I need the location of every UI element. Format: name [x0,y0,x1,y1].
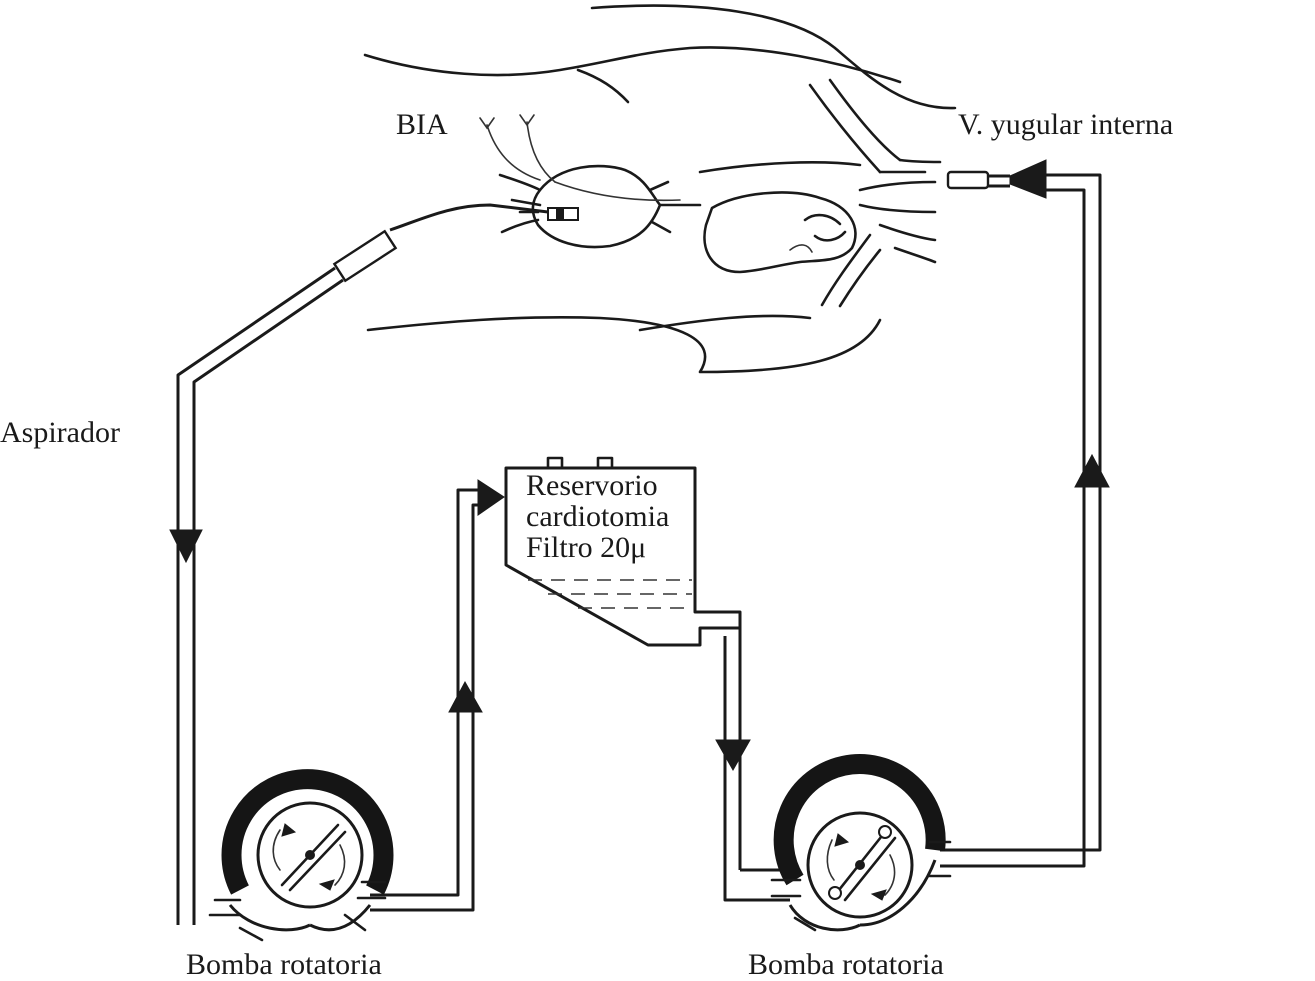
pump-right-label: Bomba rotatoria [748,948,944,981]
flow-down-arrow-icon [715,739,751,772]
animal-body-outline [363,4,957,374]
reservoir-inlet-icon [477,479,505,516]
graft-organ [498,164,702,249]
flow-up-arrow-icon [1074,453,1110,488]
jugular-label: V. yugular interna [958,108,1174,141]
flow-down-arrow-icon [169,529,203,564]
reservoir-label: Reservorio cardiotomia Filtro 20μ [526,470,669,563]
bia-label: BIA [396,108,448,141]
reservoir-label-line2: cardiotomia [526,500,670,533]
return-line [940,159,1102,868]
reservoir-label-line3: Filtro 20μ [526,531,647,564]
heart [703,191,857,274]
aspirator-line [176,203,549,925]
roller-pump-right [770,754,952,932]
jugular-cannula [946,170,990,190]
cardiotomy-reservoir [504,456,742,647]
roller-pump-left [208,769,394,942]
aspirator-connector [332,229,398,283]
jugular-connector-icon [1009,159,1047,199]
flow-arrows [169,453,1110,772]
flow-up-arrow-icon [448,680,483,713]
pump-left-label: Bomba rotatoria [186,948,382,981]
reservoir-label-line1: Reservorio [526,469,658,502]
great-vessels [698,78,942,308]
bia-catheter [479,114,681,221]
aspirador-label: Aspirador [0,416,120,449]
